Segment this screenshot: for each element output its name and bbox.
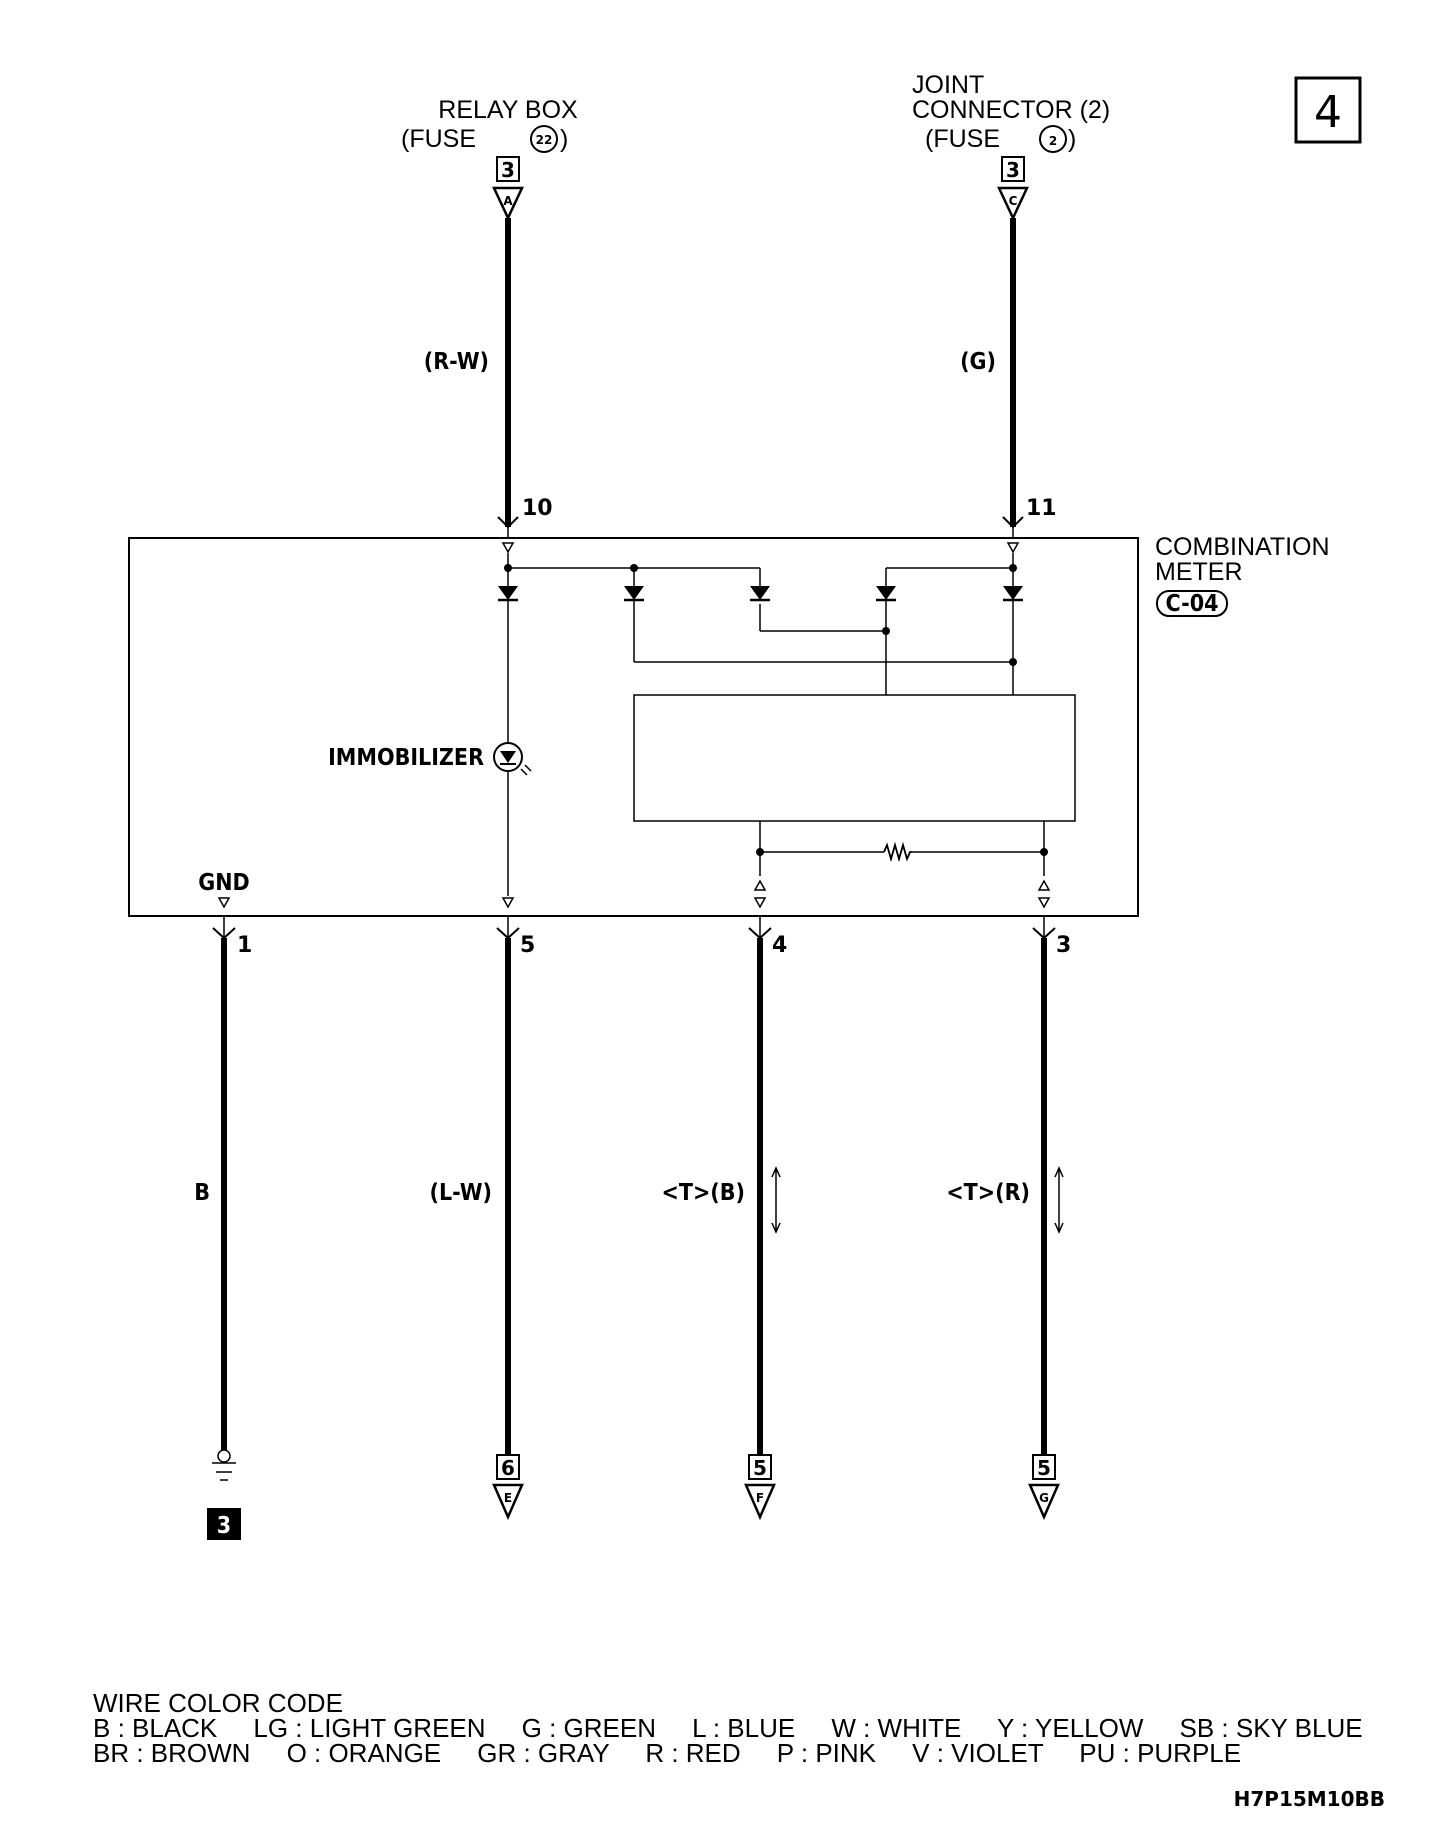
bidirectional-arrow-icon — [1054, 1166, 1064, 1234]
bidirectional-arrow-icon — [771, 1166, 781, 1234]
legend-row-2: BR : BROWN O : ORANGE GR : GRAY R : RED … — [93, 1738, 1241, 1768]
connector-arrow-icon: F — [744, 1483, 776, 1521]
svg-text:G: G — [1039, 1491, 1049, 1505]
relay-box-page-ref: 3 — [501, 158, 515, 182]
gnd-label: GND — [198, 870, 249, 896]
pin-10-label: 10 — [522, 496, 553, 521]
legend-title: WIRE COLOR CODE — [93, 1688, 343, 1718]
pin-3-label: 3 — [1056, 933, 1071, 958]
joint-connector-source: JOINT CONNECTOR (2) (FUSE 2 ) 3 C (G) 11 — [912, 71, 1110, 538]
junction-dots — [504, 564, 1048, 856]
internal-circuit — [507, 553, 1076, 896]
svg-text:A: A — [503, 194, 513, 208]
svg-text:C: C — [1009, 194, 1018, 208]
joint-connector-fuse-suffix: ) — [1068, 125, 1076, 153]
joint-connector-fuse-number: 2 — [1049, 134, 1057, 148]
joint-connector-page-ref: 3 — [1006, 158, 1020, 182]
page-ref-box — [496, 156, 520, 182]
diode-icon — [622, 584, 646, 602]
fuse-number-circle — [1039, 125, 1067, 153]
diode-icon — [1001, 584, 1025, 602]
ground-page-ref: 3 — [217, 1513, 231, 1539]
connector-arrow-icon: G — [1028, 1483, 1060, 1521]
connector-arrow-icon: E — [492, 1483, 524, 1521]
svg-text:F: F — [756, 1491, 764, 1505]
combination-meter-box — [128, 537, 1139, 917]
wire-5-page-ref: 6 — [501, 1456, 515, 1480]
connector-id-badge — [1156, 590, 1228, 617]
page-ref-box — [1032, 1454, 1056, 1480]
ground-icon — [212, 1449, 236, 1481]
wire-color-t-b: <T>(B) — [662, 1180, 745, 1206]
bottom-wire-ground: 1 B 3 — [194, 916, 252, 1540]
combination-meter-connector: C-04 — [1165, 591, 1218, 617]
page-number-box: 4 — [1294, 76, 1362, 144]
combination-meter: COMBINATION METER C-04 — [128, 533, 1330, 917]
resistor-icon — [883, 841, 912, 863]
page-ref-box — [748, 1454, 772, 1480]
diode-icon — [748, 584, 772, 602]
page-number: 4 — [1314, 87, 1342, 138]
lamp-icon — [493, 742, 532, 776]
legend-row-1: B : BLACK LG : LIGHT GREEN G : GREEN L :… — [93, 1713, 1363, 1743]
connector-arrow-icon: A — [492, 186, 524, 221]
diode-icon — [496, 584, 520, 602]
fuse-number-circle — [530, 125, 558, 153]
combination-meter-label-1: COMBINATION — [1155, 533, 1330, 561]
pin-11-label: 11 — [1026, 496, 1057, 521]
wire-color-t-r: <T>(R) — [946, 1180, 1030, 1206]
page-ref-box — [496, 1454, 520, 1480]
connector-arrow-icon: C — [997, 186, 1029, 221]
joint-connector-title-1: JOINT — [912, 71, 984, 99]
page-ref-box — [1001, 156, 1025, 182]
pin-4-label: 4 — [772, 933, 787, 958]
relay-box-fuse-suffix: ) — [560, 125, 568, 153]
bottom-wire-t-r: 3 <T>(R) 5 G — [946, 916, 1071, 1521]
relay-box-fuse-prefix: (FUSE — [401, 125, 476, 153]
wire-color-l-w: (L-W) — [430, 1180, 493, 1206]
immobilizer-label: IMMOBILIZER — [328, 745, 484, 771]
svg-text:E: E — [504, 1491, 512, 1505]
relay-box-fuse-number: 22 — [536, 133, 553, 147]
wire-color-legend: WIRE COLOR CODE B : BLACK LG : LIGHT GRE… — [93, 1688, 1363, 1768]
pin-5-label: 5 — [520, 933, 535, 958]
diode-icon — [874, 584, 898, 602]
joint-connector-title-2: CONNECTOR (2) — [912, 96, 1110, 124]
wire-color-b: B — [194, 1180, 210, 1206]
bottom-wire-t-b: 4 <T>(B) 5 F — [662, 916, 787, 1521]
bottom-wire-l-w: 5 (L-W) 6 E — [430, 916, 535, 1521]
ground-page-ref-box — [207, 1508, 241, 1540]
joint-connector-wire-color: (G) — [960, 349, 996, 375]
wire-4-page-ref: 5 — [753, 1456, 767, 1480]
relay-box-wire-color: (R-W) — [424, 349, 489, 375]
diagram-code: H7P15M10BB — [1234, 1787, 1385, 1811]
pin-1-label: 1 — [237, 933, 252, 958]
combination-meter-label-2: METER — [1155, 558, 1243, 586]
joint-connector-fuse-prefix: (FUSE — [925, 125, 1000, 153]
relay-box-source: RELAY BOX (FUSE 22 ) 3 A (R-W) 10 — [401, 96, 578, 538]
relay-box-title: RELAY BOX — [438, 96, 578, 124]
wire-3-page-ref: 5 — [1037, 1456, 1051, 1480]
